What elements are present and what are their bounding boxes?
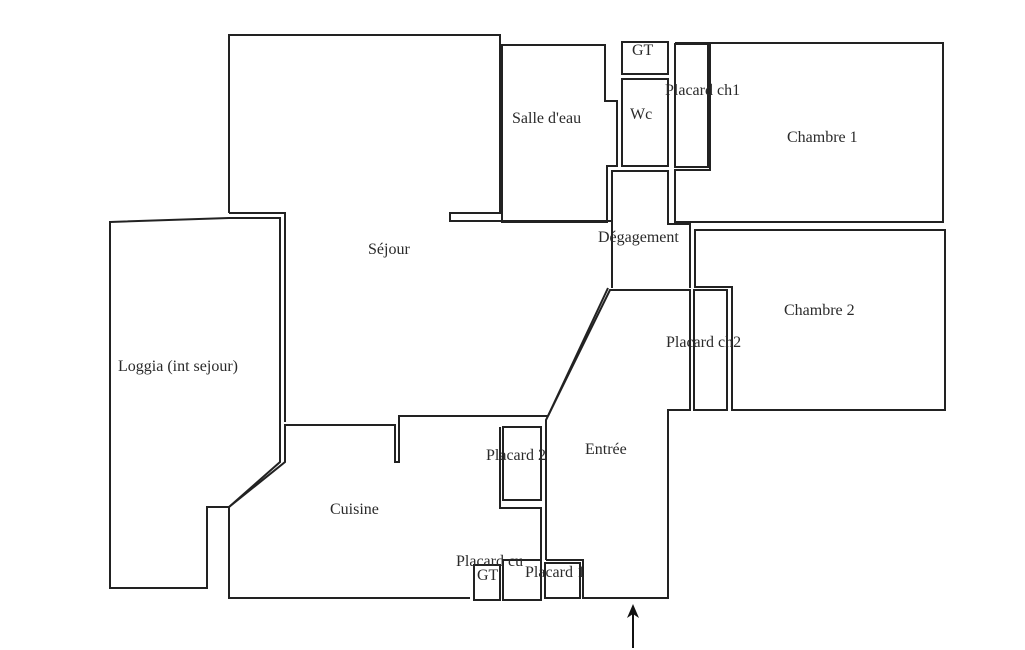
placard-ch1-rect (674, 43, 709, 168)
sejour-left-wall (229, 212, 286, 422)
degagement-walls (611, 170, 691, 288)
salle-deau-walls (501, 44, 618, 223)
label-placard-ch1: Placard ch1 (665, 82, 740, 99)
chambre1-walls (674, 42, 944, 223)
gt-bottom-rect (473, 564, 501, 601)
label-placard-ch2: Placard ch2 (666, 334, 741, 351)
label-placard2: Placard 2 (486, 447, 546, 464)
label-gt-bottom: GT (477, 567, 499, 584)
cuisine-walls (228, 415, 548, 508)
cuisine-bottom (228, 507, 470, 599)
placard2-rect (502, 426, 542, 501)
entree-walls (545, 289, 691, 599)
wc-rect (621, 78, 669, 167)
label-wc: Wc (630, 106, 652, 123)
label-entree: Entrée (585, 441, 627, 458)
label-cuisine: Cuisine (330, 501, 379, 518)
chambre2-walls (694, 229, 946, 411)
label-chambre2: Chambre 2 (784, 302, 855, 319)
cuisine-right (499, 427, 542, 560)
loggia-walls (109, 217, 281, 589)
gt-top-rect (621, 41, 669, 75)
label-placard-cu: Placard cu (456, 553, 523, 570)
label-sejour: Séjour (368, 241, 410, 258)
placard-cu-rect (502, 559, 542, 601)
placard1-rect (544, 562, 581, 599)
entrance-arrow-icon (627, 604, 639, 648)
sejour-walls (228, 34, 612, 222)
placard-ch2-rect (693, 289, 728, 411)
label-degagement: Dégagement (598, 229, 679, 246)
label-placard1: Placard 1 (525, 564, 585, 581)
diagonal-wall (547, 287, 609, 417)
label-chambre1: Chambre 1 (787, 129, 858, 146)
label-gt-top: GT (632, 42, 654, 59)
label-loggia: Loggia (int sejour) (118, 358, 238, 375)
label-salle-deau: Salle d'eau (512, 110, 581, 127)
